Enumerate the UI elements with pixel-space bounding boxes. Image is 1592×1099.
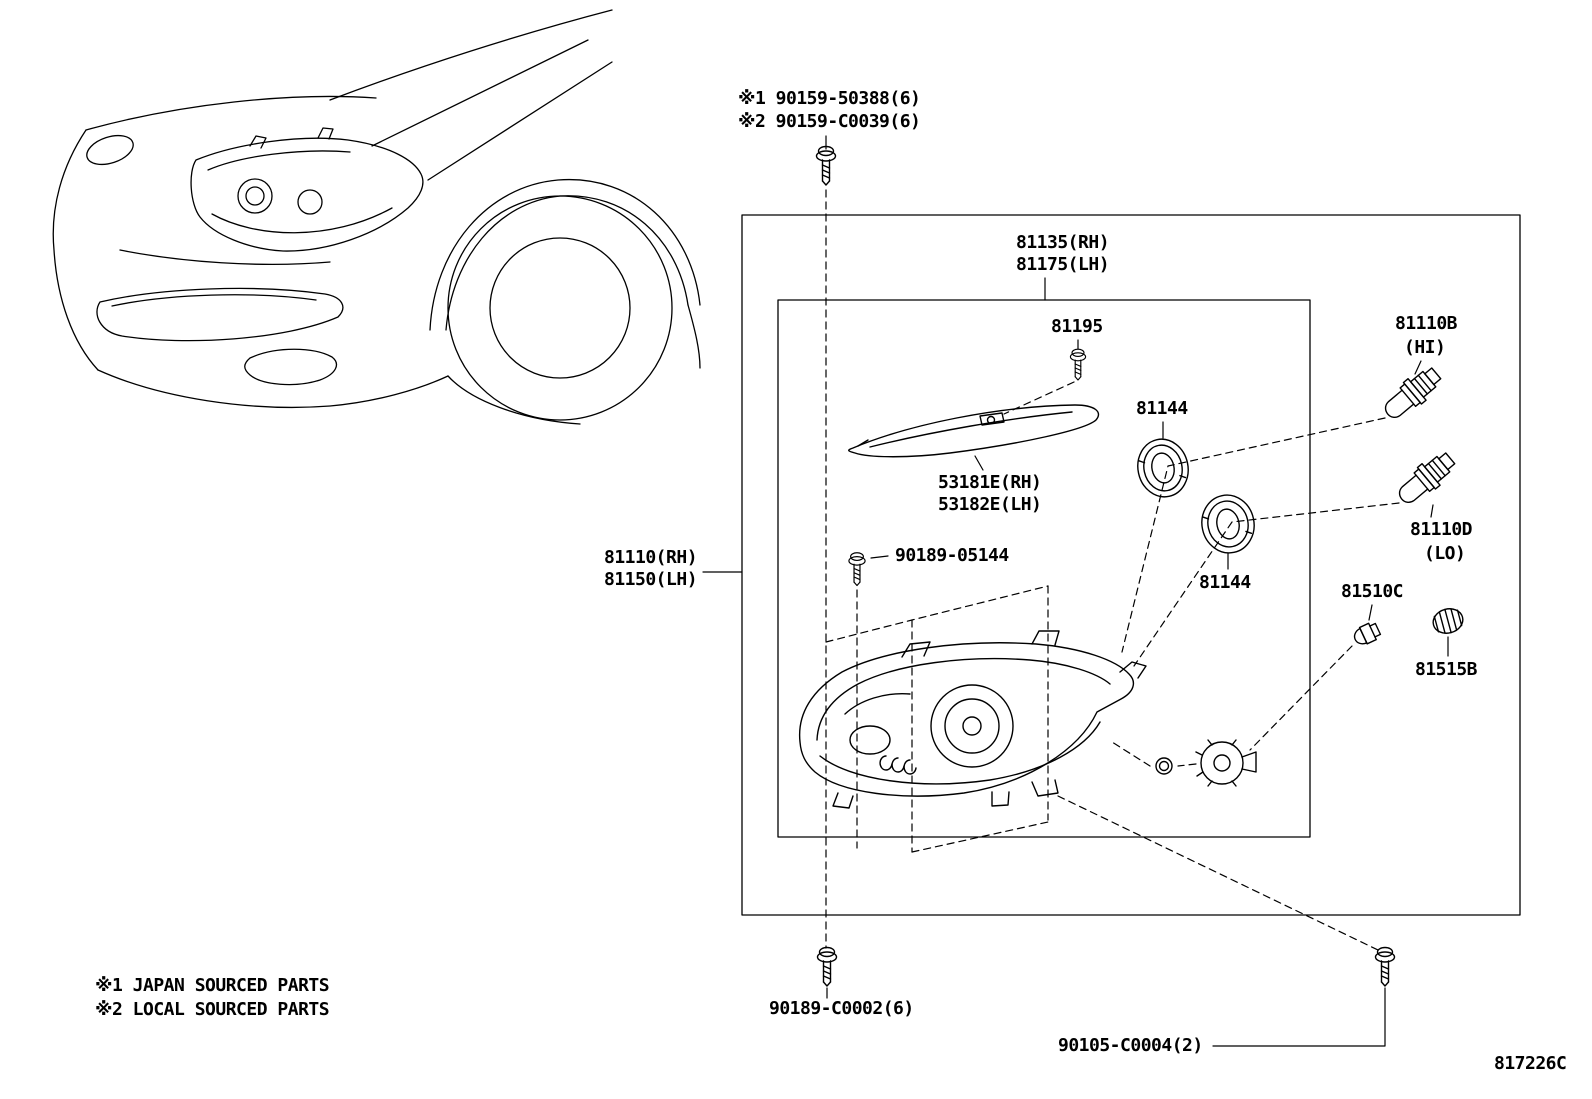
dashed-assembly-lines: [825, 189, 1400, 951]
oring-drawing: [1155, 757, 1173, 775]
label-moulding-lh: 53182E(LH): [938, 494, 1042, 515]
label-headlamp-assy-lh: 81150(LH): [604, 569, 698, 590]
grommet-lower-drawing: [1201, 494, 1255, 554]
label-bulb-high-beam: (HI): [1404, 337, 1446, 358]
footnote-japan-sourced: ※1 JAPAN SOURCED PARTS: [95, 975, 330, 996]
headlamp-unit-drawing: [798, 630, 1147, 809]
label-retainer-screw: 81195: [1051, 316, 1103, 337]
grommet-upper-drawing: [1137, 438, 1189, 498]
clearance-bulb-drawing: [1353, 622, 1382, 645]
label-clearance-bulb: 81510C: [1341, 581, 1404, 602]
diagram-code: 817226C: [1494, 1053, 1567, 1074]
outer-boundary-box: [741, 214, 1521, 916]
label-bulb-low: 81110D: [1410, 519, 1473, 540]
label-bulb-socket: 81515B: [1415, 659, 1478, 680]
label-grommet-lower: 81144: [1199, 572, 1251, 593]
label-grommet-upper: 81144: [1136, 398, 1188, 419]
screw-bottom-right-drawing: [1374, 946, 1396, 987]
adjuster-drawing: [1195, 739, 1257, 787]
label-top-screw-note-1: ※1 90159-50388(6): [738, 88, 921, 109]
label-bulb-low-beam: (LO): [1424, 543, 1466, 564]
label-moulding-rh: 53181E(RH): [938, 472, 1042, 493]
label-bulb-high: 81110B: [1395, 313, 1458, 334]
label-mount-screw: 90189-C0002(6): [769, 998, 914, 1019]
label-headlamp-unit-lh: 81175(LH): [1016, 254, 1110, 275]
car-illustration: [52, 9, 701, 425]
label-unit-screw: 90189-05144: [895, 545, 1009, 566]
moulding-drawing: [848, 404, 1100, 458]
screw-bottom-left-drawing: [816, 946, 838, 987]
label-mount-bolt: 90105-C0004(2): [1058, 1035, 1203, 1056]
screw-top-drawing: [815, 145, 837, 186]
label-headlamp-unit-rh: 81135(RH): [1016, 232, 1110, 253]
footnote-local-sourced: ※2 LOCAL SOURCED PARTS: [95, 999, 330, 1020]
leader-lines: [702, 135, 1449, 1047]
label-headlamp-assy-rh: 81110(RH): [604, 547, 698, 568]
bulb-hi-drawing: [1378, 361, 1446, 426]
label-top-screw-note-2: ※2 90159-C0039(6): [738, 111, 921, 132]
socket-drawing: [1432, 608, 1464, 634]
inner-boundary-box: [777, 299, 1311, 838]
clip-screw-drawing: [1069, 348, 1087, 381]
bulb-lo-drawing: [1392, 446, 1460, 511]
screw-mid-drawing: [848, 552, 866, 587]
